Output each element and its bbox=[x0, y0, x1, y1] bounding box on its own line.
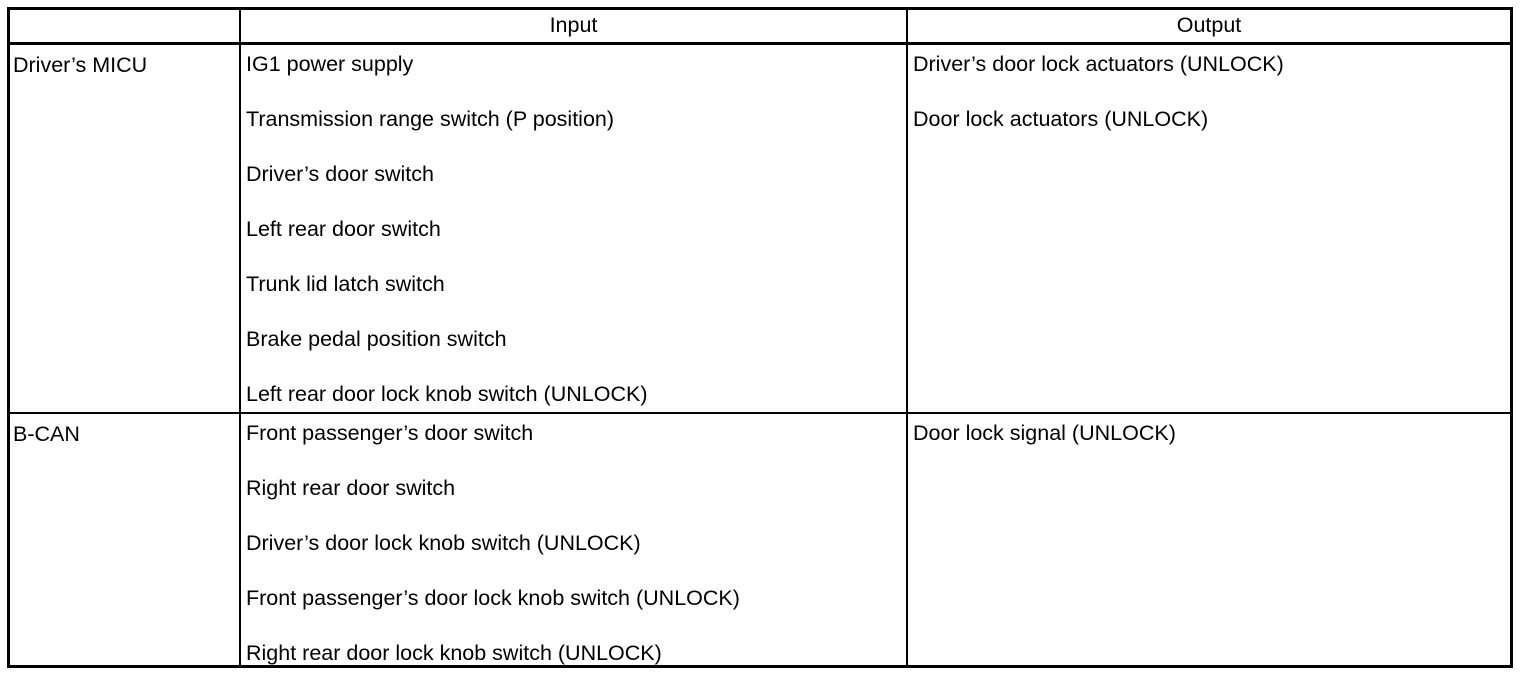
input-item: Transmission range switch (P position) bbox=[246, 107, 615, 131]
row-outputs-drivers-micu: Driver’s door lock actuators (UNLOCK) Do… bbox=[906, 45, 1510, 414]
row-source-drivers-micu: Driver’s MICU bbox=[10, 45, 239, 414]
input-item: Left rear door lock knob switch (UNLOCK) bbox=[246, 382, 648, 406]
input-item: Right rear door switch bbox=[246, 476, 456, 500]
input-item: Trunk lid latch switch bbox=[246, 272, 445, 296]
input-item: Driver’s door lock knob switch (UNLOCK) bbox=[246, 531, 641, 555]
input-item: IG1 power supply bbox=[246, 52, 414, 76]
row-inputs-b-can: Front passenger’s door switch Right rear… bbox=[239, 414, 906, 665]
output-item: Door lock actuators (UNLOCK) bbox=[913, 107, 1209, 131]
input-item: Front passenger’s door switch bbox=[246, 421, 534, 445]
row-inputs-drivers-micu: IG1 power supply Transmission range swit… bbox=[239, 45, 906, 414]
header-output-cell: Output bbox=[906, 10, 1510, 45]
input-item: Brake pedal position switch bbox=[246, 327, 507, 351]
input-item: Right rear door lock knob switch (UNLOCK… bbox=[246, 641, 662, 665]
input-item: Driver’s door switch bbox=[246, 162, 434, 186]
row-source-b-can: B-CAN bbox=[13, 422, 80, 446]
output-item: Driver’s door lock actuators (UNLOCK) bbox=[913, 52, 1284, 76]
input-item: Front passenger’s door lock knob switch … bbox=[246, 586, 740, 610]
header-input-cell: Input bbox=[239, 10, 906, 45]
input-item: Left rear door switch bbox=[246, 217, 441, 241]
row-outputs-b-can: Door lock signal (UNLOCK) bbox=[906, 414, 1510, 665]
input-output-table: Input Output Driver’s MICU IG1 power sup… bbox=[7, 7, 1513, 668]
output-item: Door lock signal (UNLOCK) bbox=[913, 421, 1176, 445]
header-source-cell bbox=[10, 10, 239, 45]
